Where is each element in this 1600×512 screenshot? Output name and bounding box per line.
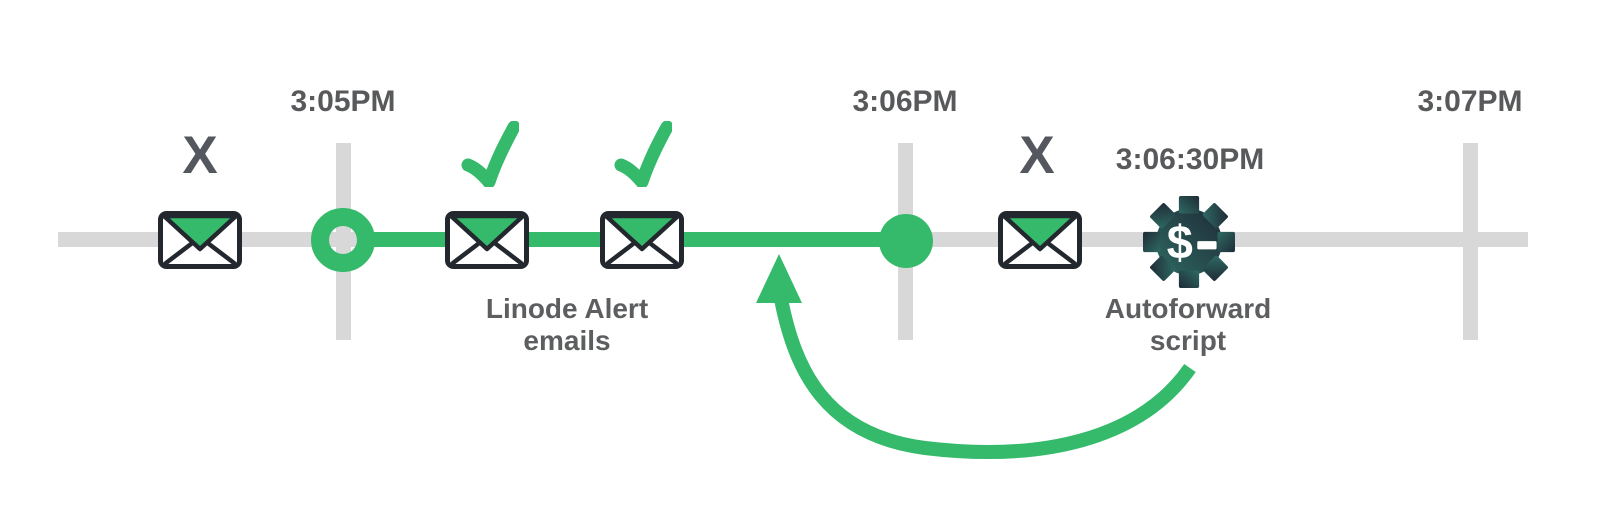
- envelope-icon-blocked-1: [157, 210, 243, 270]
- gear-dash-icon: [1197, 241, 1217, 250]
- check-icon-2: [614, 121, 672, 187]
- envelope-icon-delivered-1: [444, 210, 530, 270]
- autoforward-caption-line1: Autoforward: [1104, 293, 1272, 324]
- time-label-3-06-30: 3:06:30PM: [1115, 143, 1265, 176]
- arrow-head-icon: [756, 254, 802, 303]
- linode-alert-caption: Linode Alert emails: [486, 293, 648, 357]
- autoforward-caption-line2: script: [1149, 325, 1227, 356]
- autoforward-gear-icon: $: [1143, 196, 1235, 288]
- linode-alert-caption-line2: emails: [523, 325, 611, 356]
- window-end-dot-icon: [879, 214, 933, 268]
- envelope-icon-blocked-2: [997, 210, 1083, 270]
- gear-dollar-glyph: $: [1167, 217, 1193, 269]
- autoforward-caption: Autoforward script: [1105, 293, 1271, 357]
- tick-3-07: [1463, 143, 1478, 340]
- check-icon-1: [461, 121, 519, 187]
- envelope-icon-delivered-2: [599, 210, 685, 270]
- linode-alert-caption-line1: Linode Alert: [485, 293, 649, 324]
- window-start-ring-icon: [311, 208, 375, 272]
- blocked-x-mark-1: X: [182, 126, 218, 185]
- blocked-x-mark-2: X: [1019, 126, 1055, 185]
- time-label-3-05: 3:05PM: [290, 85, 396, 118]
- time-label-3-06: 3:06PM: [852, 85, 958, 118]
- time-label-3-07: 3:07PM: [1417, 85, 1523, 118]
